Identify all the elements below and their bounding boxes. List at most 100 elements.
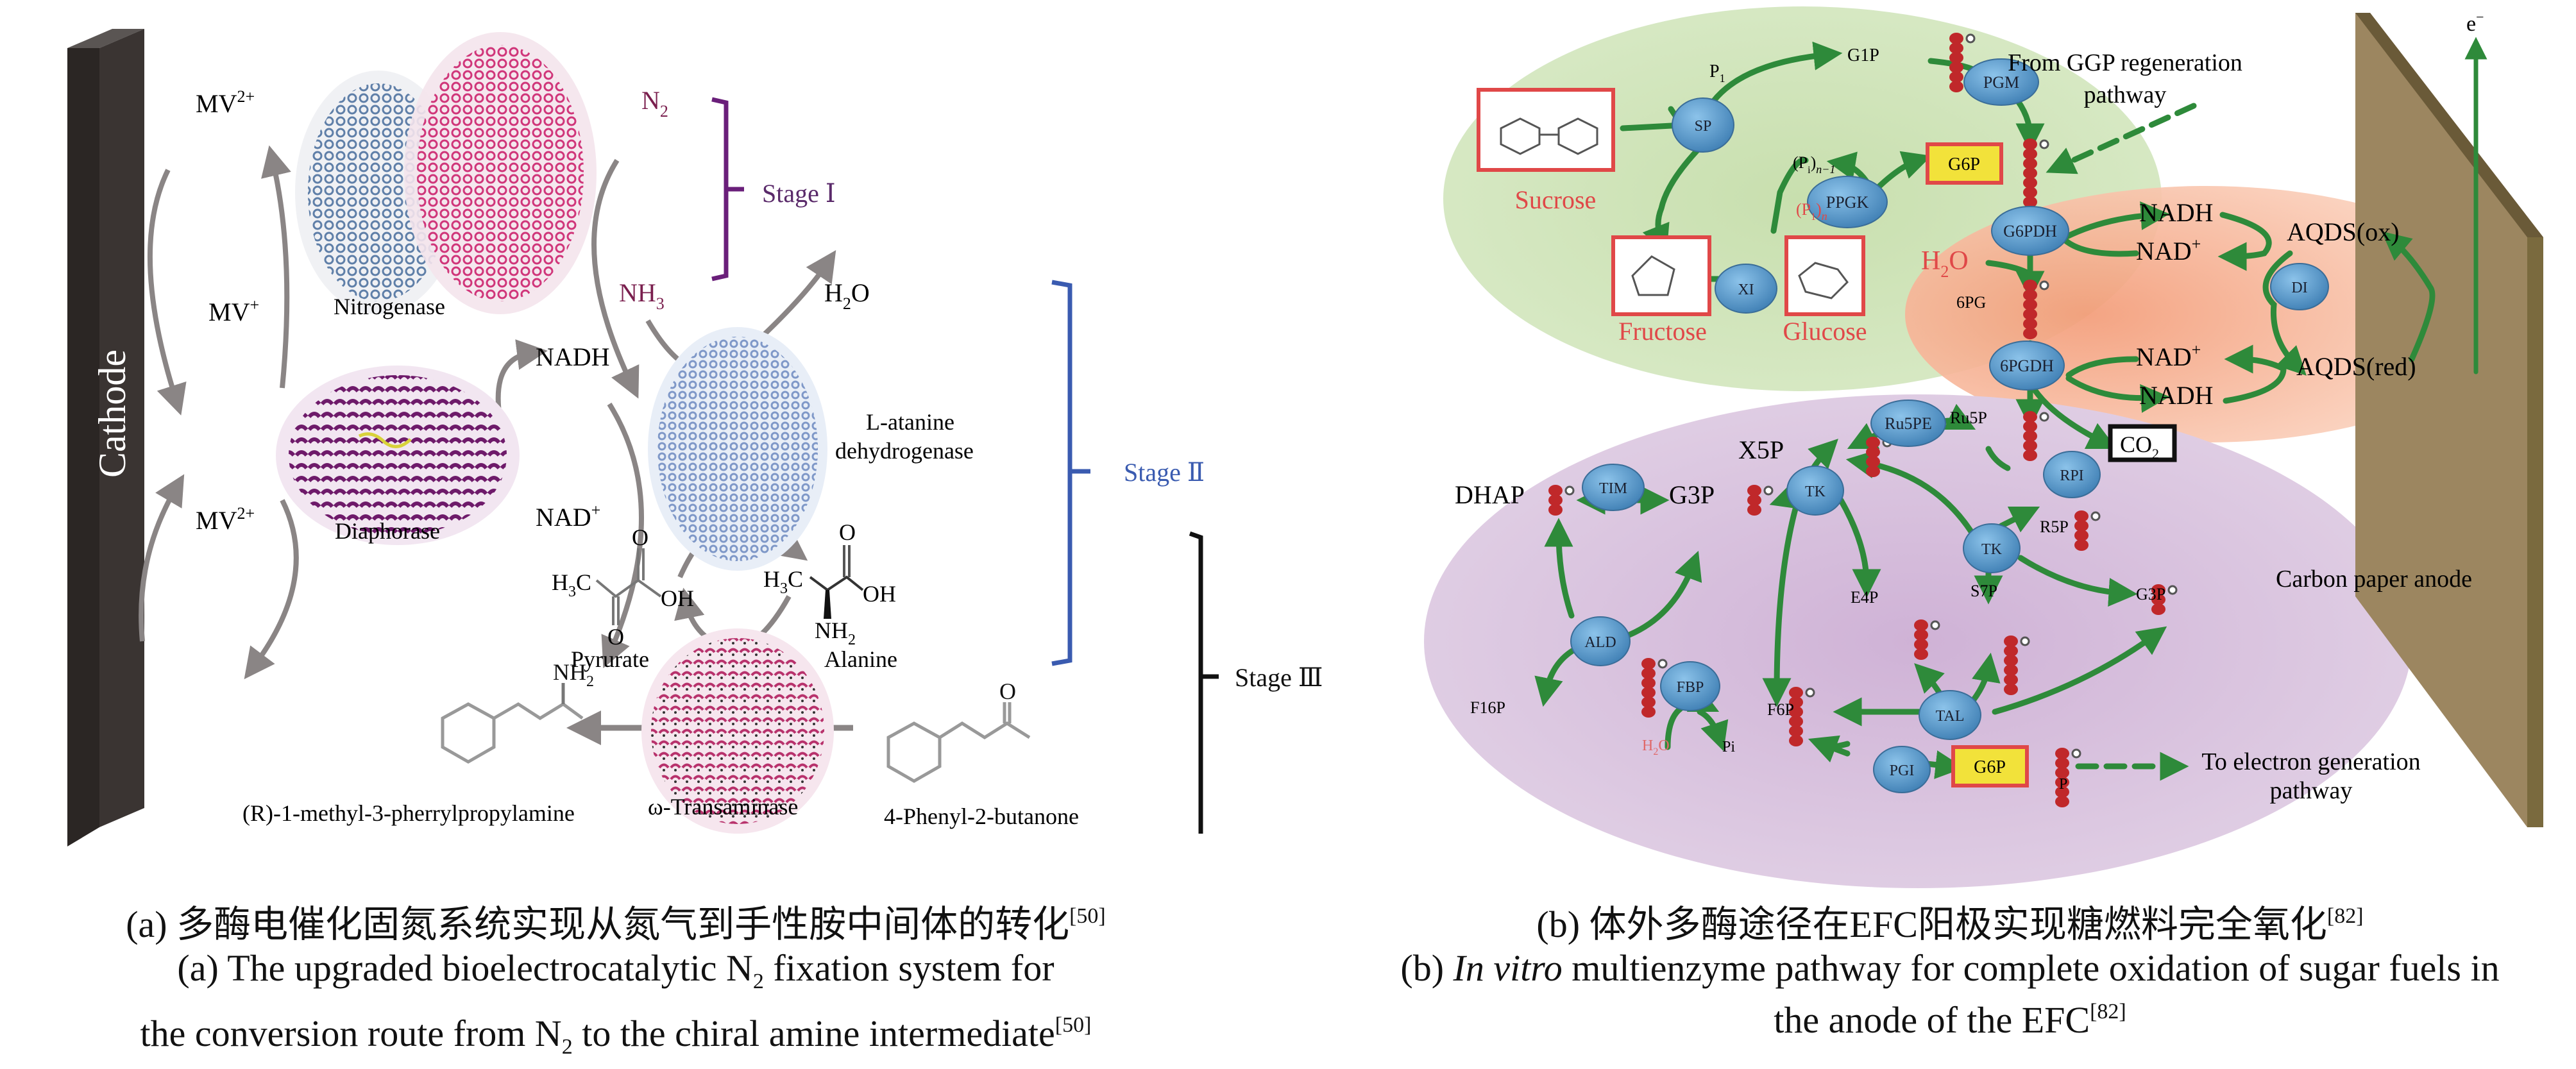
bead [1949, 33, 1963, 44]
nitrogenase-protein [295, 32, 597, 314]
svg-text:OH: OH [863, 581, 896, 607]
bead [1789, 725, 1803, 737]
arrow-to-nadh-2 [2065, 375, 2170, 413]
bead [1548, 485, 1563, 496]
phosphate-group [1930, 620, 1940, 630]
arrow-tk1-to-e4p [1838, 497, 1881, 598]
bead [2023, 196, 2037, 208]
arrow-tk2-to-x5p [1845, 450, 1979, 542]
svg-text:NH2: NH2 [553, 659, 594, 690]
arrow-mv-to-mv2 [261, 145, 291, 389]
bead [1641, 658, 1656, 669]
caption-b-english-line1: (b) In vitro multienzyme pathway for com… [1400, 947, 2500, 989]
arrow-nad-2-to-6pgdh [2065, 356, 2139, 378]
enzyme-label-6pgdh: 6PGDH [2000, 357, 2054, 375]
svg-text:O: O [632, 525, 648, 550]
arrow-ald-to-g3p [1626, 550, 1702, 638]
bead [1641, 668, 1656, 679]
panel-a: Cathode [67, 29, 1323, 846]
bead [1641, 706, 1656, 718]
svg-text:OH: OH [661, 585, 694, 611]
bead [2055, 777, 2069, 788]
caption-a-chinese: (a) 多酶电催化固氮系统实现从氮气到手性胺中间体的转化[50] [126, 904, 1106, 945]
bead [2023, 167, 2037, 179]
enzyme-label-pgm: PGM [1983, 73, 2019, 92]
label-nadh-1: NADH [2139, 198, 2214, 227]
stage-2-label: Stage Ⅱ [1124, 458, 1205, 487]
bead [1949, 62, 1963, 73]
label-nad-1: NAD+ [2136, 235, 2201, 265]
label-x5p: X5P [1738, 435, 1784, 464]
arrow-fbp-to-pi [1697, 709, 1729, 752]
enzyme-di: DI [2270, 263, 2329, 310]
bead [1866, 437, 1880, 448]
bead [2074, 539, 2089, 551]
phosphate-group [1965, 33, 1976, 44]
svg-text:CO2: CO2 [2120, 432, 2159, 462]
label-g3p-left: G3P [1669, 480, 1715, 509]
label-to-electron-line1: To electron generation [2201, 748, 2420, 775]
bead-chain [2055, 748, 2081, 807]
enzyme-label-ppgk: PPGK [1826, 193, 1869, 212]
label-diaphorase: Diaphorase [335, 518, 440, 544]
phosphosugar-beads [1548, 33, 2178, 807]
label-nad-2: NAD+ [2136, 341, 2201, 371]
bead-chain [2074, 510, 2101, 551]
enzyme-tk1: TK [1786, 466, 1844, 516]
bead [2023, 328, 2037, 339]
bead-chain [1548, 485, 1575, 516]
bead [2023, 177, 2037, 189]
diaphorase-protein [276, 366, 520, 545]
svg-text:NH2: NH2 [815, 618, 856, 648]
bead-chain [2023, 139, 2049, 208]
bead [2074, 510, 2089, 522]
enzyme-label-di: DI [2291, 280, 2307, 296]
enzyme-label-fbp: FBP [1677, 679, 1704, 696]
arrow-ald-to-dhap [1544, 518, 1575, 619]
arrow-glucose-to-ppgk [1770, 157, 1809, 234]
ketone-substrate-structure: O [886, 678, 1031, 783]
dashed-arrow-from-ggp [2046, 103, 2197, 174]
bead [2023, 450, 2037, 461]
bead [2004, 664, 2018, 676]
bead [2023, 421, 2037, 432]
bead [2055, 786, 2069, 798]
label-nadh: NADH [536, 342, 610, 371]
bead-chain [1914, 619, 1940, 660]
enzyme-fbp: FBP [1660, 661, 1720, 711]
co2-box: CO2 [2108, 424, 2177, 462]
g6p-box-top: G6P [1926, 142, 2003, 185]
bead [2055, 796, 2069, 807]
cathode-electrode: Cathode [67, 29, 144, 846]
phosphate-group [1763, 485, 1774, 496]
bead [1866, 456, 1880, 467]
enzyme-ppgk: PPGK [1807, 176, 1888, 228]
label-pi: Pi [1722, 739, 1735, 755]
bead [1789, 716, 1803, 727]
svg-text:O: O [607, 624, 624, 650]
arrow-h2o-in [1985, 260, 2030, 276]
enzyme-label-tk2: TK [1981, 541, 2003, 558]
enzyme-tim: TIM [1582, 464, 1645, 511]
label-g3p-right: G3P [2136, 585, 2165, 603]
phosphate-group [2167, 585, 2178, 595]
enzyme-pgi: PGI [1873, 746, 1931, 793]
bead [2004, 684, 2018, 695]
bead [2023, 158, 2037, 169]
bead [2004, 655, 2018, 666]
cathode-label: Cathode [91, 349, 133, 478]
label-mv2-bottom: MV2+ [196, 504, 255, 535]
phosphate-group [2020, 636, 2030, 646]
label-transaminase: ω-Transaminase [648, 794, 798, 820]
svg-text:G6P: G6P [1974, 757, 2006, 777]
label-6pg: 6PG [1956, 293, 1986, 312]
svg-text:H3C: H3C [763, 566, 803, 597]
label-amine-product: (R)-1-methyl-3-pherrylpropylamine [242, 800, 575, 826]
bead [1789, 735, 1803, 746]
bead [2023, 299, 2037, 310]
label-r5p: R5P [2040, 518, 2069, 536]
arrow-mv-to-mv2-lower [244, 499, 299, 680]
enzyme-pgm: PGM [1963, 58, 2039, 106]
bead [1548, 504, 1563, 516]
label-fructose: Fructose [1618, 317, 1707, 346]
